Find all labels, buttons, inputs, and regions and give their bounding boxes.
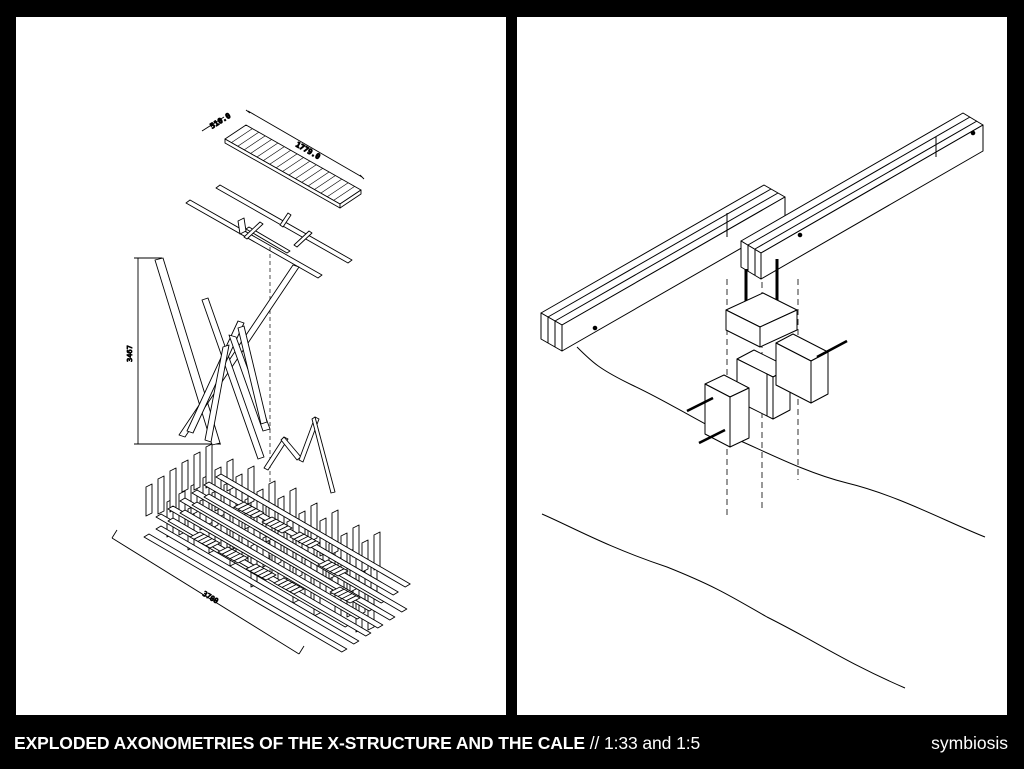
- height-dimension: 3467: [126, 257, 221, 445]
- x-structure-axonometry: 510.0 1779.0 3467: [111, 109, 411, 655]
- upper-frame: [185, 184, 353, 279]
- top-block: [725, 292, 798, 348]
- deck-width-dimension: 510.0: [208, 111, 232, 131]
- x-columns: [154, 257, 300, 460]
- height-dimension-text: 3467: [126, 345, 134, 362]
- cale-axonometry: [540, 112, 986, 689]
- horizontal-pins: [686, 339, 848, 445]
- caption-title: EXPLODED AXONOMETRIES OF THE X-STRUCTURE…: [14, 733, 585, 753]
- caption-scale: // 1:33 and 1:5: [584, 733, 701, 753]
- lower-trusses: [263, 416, 336, 494]
- base-timber-grid: [143, 443, 411, 653]
- right-beam: [740, 112, 984, 280]
- base-length-dimension: 3700: [201, 590, 220, 606]
- left-beam: [540, 184, 786, 352]
- x-structure-drawing-panel: 510.0 1779.0 3467: [16, 17, 506, 715]
- deck-slab: 510.0 1779.0: [201, 109, 365, 209]
- cale-drawing-panel: [517, 17, 1007, 715]
- figure-caption: EXPLODED AXONOMETRIES OF THE X-STRUCTURE…: [14, 733, 700, 754]
- brand-name: symbiosis: [931, 733, 1008, 753]
